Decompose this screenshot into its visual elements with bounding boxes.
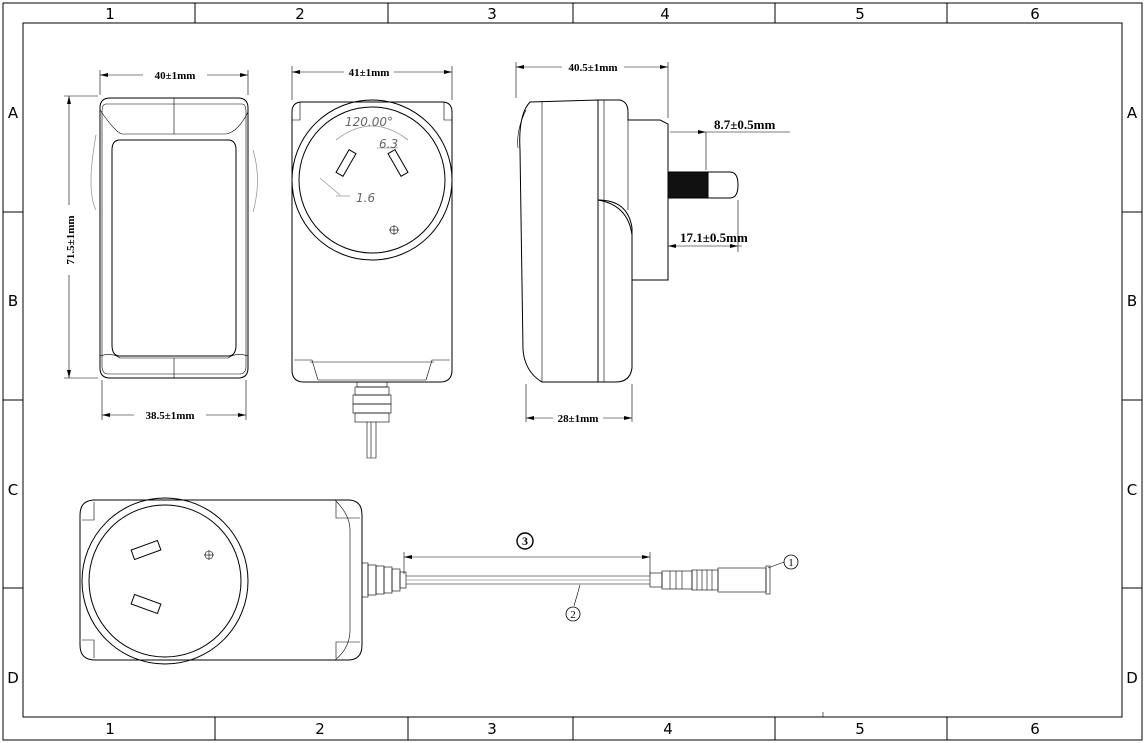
zone-right-a: A xyxy=(1127,104,1138,122)
zone-right-b: B xyxy=(1127,292,1137,310)
label-pin-thickness: 1.6 xyxy=(356,191,375,205)
dim-front-width-top: 40±1mm xyxy=(155,70,196,82)
zone-left-c: C xyxy=(8,481,18,499)
dim-front-width-bottom: 38.5±1mm xyxy=(145,410,194,422)
zone-bottom-4: 4 xyxy=(663,720,673,738)
dim-side-depth-top: 40.5±1mm xyxy=(568,62,617,74)
zone-top-3: 3 xyxy=(487,5,497,23)
front-view xyxy=(90,97,258,379)
dim-front-height: 71.5±1mm xyxy=(65,215,77,264)
callout-cable-length: 3 xyxy=(522,534,528,548)
zone-bottom-1: 1 xyxy=(105,720,115,738)
callout-connector: 1 xyxy=(788,557,794,569)
zone-top-2: 2 xyxy=(295,5,305,23)
callouts: 3 2 1 xyxy=(403,532,799,622)
zone-right-d: D xyxy=(1126,669,1138,687)
label-pin-angle: 120.00° xyxy=(345,115,393,129)
zone-left-b: B xyxy=(8,292,18,310)
plan-view xyxy=(79,497,771,665)
zone-top-4: 4 xyxy=(660,5,670,23)
zone-right-c: C xyxy=(1127,481,1137,499)
dim-side-depth-bottom: 28±1mm xyxy=(558,413,599,425)
zone-bottom-6: 6 xyxy=(1030,720,1040,738)
zone-bottom-5: 5 xyxy=(855,720,865,738)
zone-left-d: D xyxy=(7,669,19,687)
zone-bottom-2: 2 xyxy=(315,720,325,738)
label-pin-length: 6.3 xyxy=(379,137,398,151)
side-dimensions: 40.5±1mm 28±1mm 8.7±0.5mm 17.1±0.5mm xyxy=(515,60,790,425)
dim-pin-width: 8.7±0.5mm xyxy=(714,117,775,132)
side-view xyxy=(517,99,739,383)
zone-top-1: 1 xyxy=(105,5,115,23)
plug-face-dimensions: 41±1mm xyxy=(291,65,453,100)
zone-top-5: 5 xyxy=(855,5,865,23)
dim-pin-protrusion: 17.1±0.5mm xyxy=(680,230,748,245)
dim-plug-face-width: 41±1mm xyxy=(349,67,390,79)
plug-face-view: 120.00° 6.3 1.6 xyxy=(291,99,453,459)
zone-left-a: A xyxy=(8,104,19,122)
front-dimensions: 40±1mm 71.5±1mm 38.5±1mm xyxy=(62,67,249,422)
zone-labels: 1 2 3 4 5 6 1 2 3 4 5 6 A B C D A B C D xyxy=(7,5,1138,738)
zone-top-6: 6 xyxy=(1030,5,1040,23)
callout-cable: 2 xyxy=(570,609,576,621)
zone-bottom-3: 3 xyxy=(487,720,497,738)
